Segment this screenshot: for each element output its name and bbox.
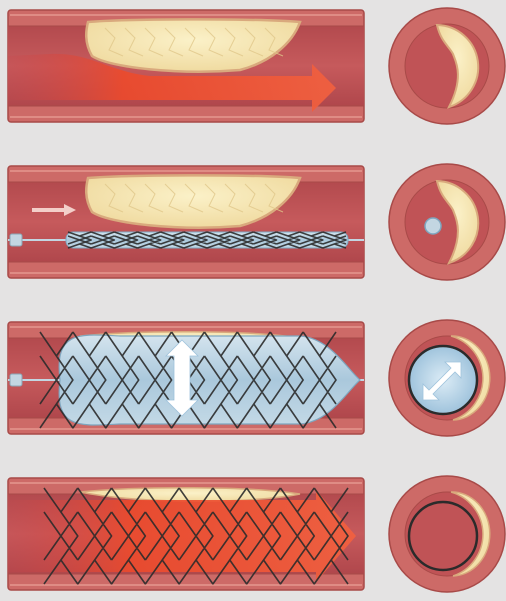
longitudinal-view [8, 322, 364, 434]
catheter-hub [10, 374, 22, 386]
cross-section-catheter [425, 218, 441, 234]
cross-section-view [389, 164, 505, 280]
longitudinal-view [8, 166, 364, 278]
step-panel-balloon-inflation [8, 320, 505, 436]
cross-section-stent-ring [409, 502, 477, 570]
catheter-hub [10, 234, 22, 246]
step-panel-stent-in-place [8, 476, 505, 592]
step-panel-catheter-insertion [8, 164, 505, 280]
longitudinal-view [8, 10, 364, 122]
step-panel-narrowed-artery [8, 8, 505, 124]
cross-section-view [389, 320, 505, 436]
longitudinal-view [8, 478, 364, 590]
cross-section-view [389, 476, 505, 592]
cross-section-view [389, 8, 505, 124]
